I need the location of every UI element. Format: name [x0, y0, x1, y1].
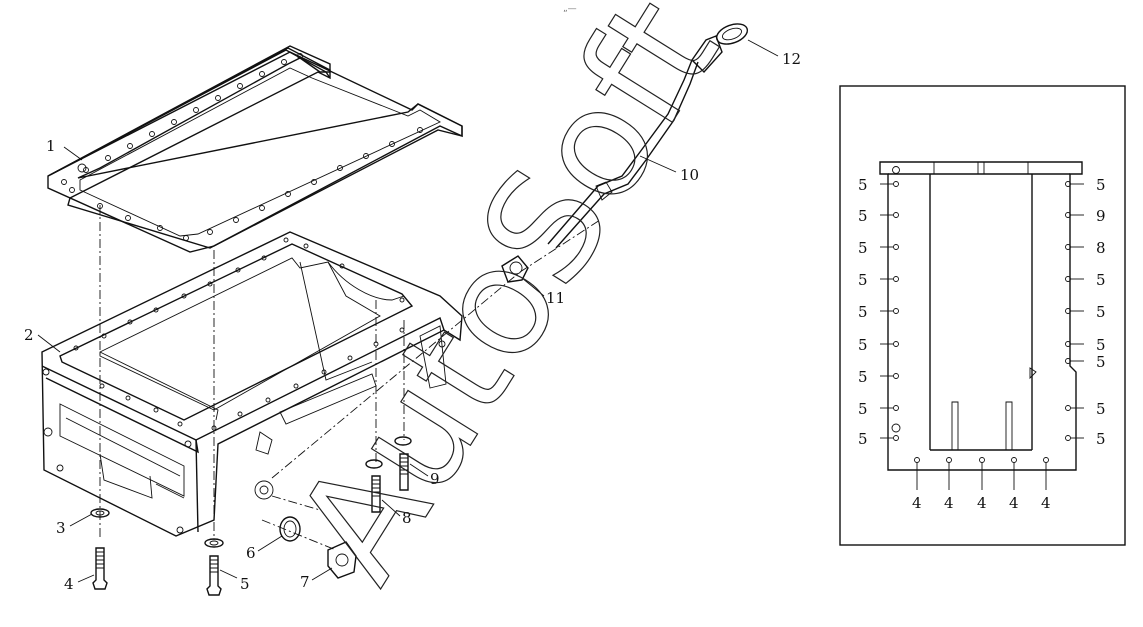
watermark: AutoSoft	[262, 0, 752, 610]
gasket-part-1	[47, 45, 463, 253]
washer-part-3	[90, 508, 110, 518]
inset-right-label: 5	[1096, 430, 1106, 448]
inset-left-label: 5	[858, 400, 868, 418]
inset-left-label: 5	[858, 176, 868, 194]
inset-left-label: 5	[858, 239, 868, 257]
callout-7: 7	[300, 573, 310, 591]
drain-plug-part-7	[327, 541, 357, 579]
callout-12: 12	[782, 50, 801, 68]
inset-left-label: 5	[858, 303, 868, 321]
callout-5: 5	[240, 575, 250, 593]
inset-bottom-label: 4	[912, 494, 922, 512]
inset-right-label: 5	[1096, 336, 1106, 354]
inset-right-label: 9	[1096, 207, 1106, 225]
inset-left-label: 5	[858, 430, 868, 448]
callout-4: 4	[64, 575, 74, 593]
inset-left-label: 5	[858, 271, 868, 289]
bolt-layout-inset: 5 5 5 5 5 5 5 5 5 5 9 8 5 5 5 5 5 5 4 4 …	[839, 85, 1126, 546]
callout-labels: 1 2 3 4 5 6 7 8 9 10 11 12	[24, 50, 801, 593]
callout-9: 9	[430, 470, 440, 488]
callout-6: 6	[246, 544, 256, 562]
adapter-part-11	[501, 255, 529, 283]
top-mark: „—	[563, 4, 577, 14]
oil-pan-part-2	[41, 231, 463, 537]
inset-right-label: 8	[1096, 239, 1106, 257]
callout-11: 11	[546, 289, 565, 307]
inset-left-label: 5	[858, 207, 868, 225]
callout-3: 3	[56, 519, 66, 537]
callout-leaders	[37, 39, 779, 583]
inset-right-label: 5	[1096, 303, 1106, 321]
stud-part-8	[365, 459, 383, 513]
dipstick-handle-part-12	[691, 23, 749, 74]
inset-left-label: 5	[858, 336, 868, 354]
stud-part-9	[394, 436, 412, 491]
callout-10: 10	[680, 166, 699, 184]
washer-and-bolt-part-5	[204, 538, 224, 596]
inset-left-label: 5	[858, 368, 868, 386]
seal-ring-part-6	[279, 516, 301, 542]
watermark-text: AutoSoft	[263, 0, 752, 609]
inset-bottom-label: 4	[944, 494, 954, 512]
callout-1: 1	[46, 137, 56, 155]
inset-right-label: 5	[1096, 271, 1106, 289]
inset-bottom-label: 4	[1009, 494, 1019, 512]
inset-bottom-label: 4	[977, 494, 987, 512]
inset-right-label: 5	[1096, 353, 1106, 371]
inset-right-label: 5	[1096, 176, 1106, 194]
inset-right-label: 5	[1096, 400, 1106, 418]
bolt-part-4	[92, 547, 108, 590]
inset-bottom-label: 4	[1041, 494, 1051, 512]
callout-8: 8	[402, 509, 412, 527]
callout-2: 2	[24, 326, 34, 344]
dipstick-tube-part-10	[547, 59, 699, 249]
